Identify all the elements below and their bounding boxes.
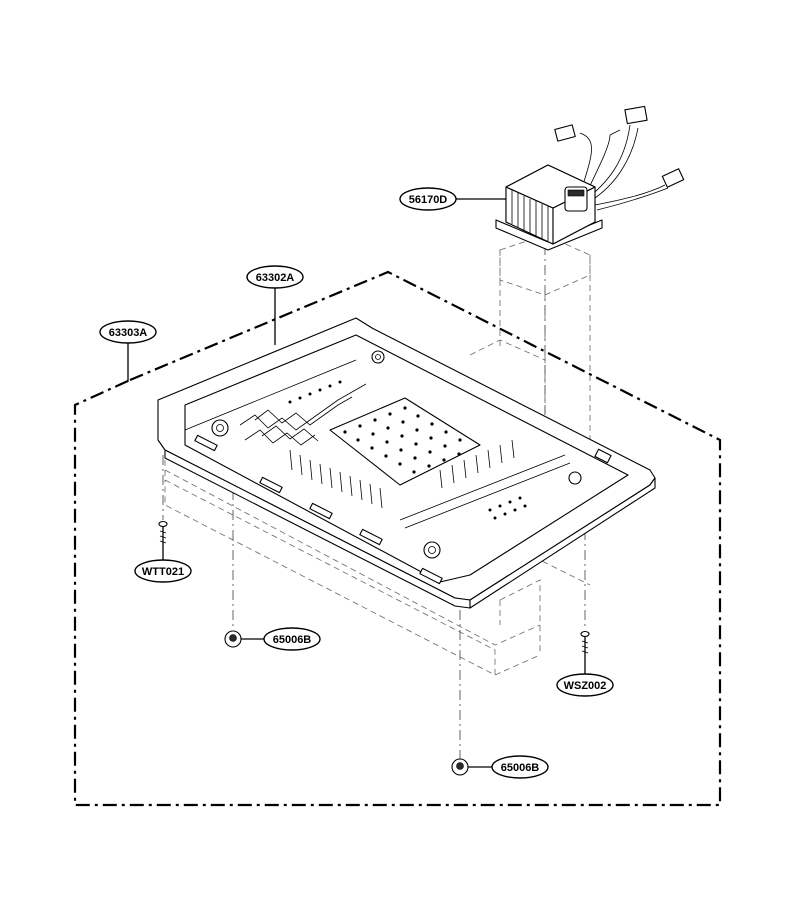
screw-right-part	[580, 630, 590, 674]
label-screw-left: WTT021	[134, 559, 192, 583]
transformer-part	[456, 105, 685, 251]
screw-left-part	[158, 520, 168, 560]
label-foot-upper-text: 65006B	[273, 634, 312, 646]
label-foot-lower: 65006B	[491, 755, 549, 779]
foot-lower-part	[451, 758, 492, 776]
label-base-assembly-text: 63303A	[109, 327, 148, 339]
base-plate-part	[157, 287, 656, 609]
label-foot-lower-text: 65006B	[501, 762, 540, 774]
label-screw-left-text: WTT021	[142, 566, 184, 578]
label-transformer: 56170D	[399, 187, 457, 211]
label-screw-right-text: WSZ002	[564, 680, 607, 692]
foot-upper-part	[224, 630, 264, 648]
label-base-assembly: 63303A	[99, 320, 157, 344]
hidden-projection-lines	[164, 234, 591, 676]
label-transformer-text: 56170D	[409, 194, 448, 206]
label-foot-upper: 65006B	[263, 627, 321, 651]
label-base-plate: 63302A	[246, 265, 304, 289]
assembly-boundary	[73, 270, 722, 807]
label-base-plate-text: 63302A	[256, 272, 295, 284]
label-screw-right: WSZ002	[556, 673, 614, 697]
